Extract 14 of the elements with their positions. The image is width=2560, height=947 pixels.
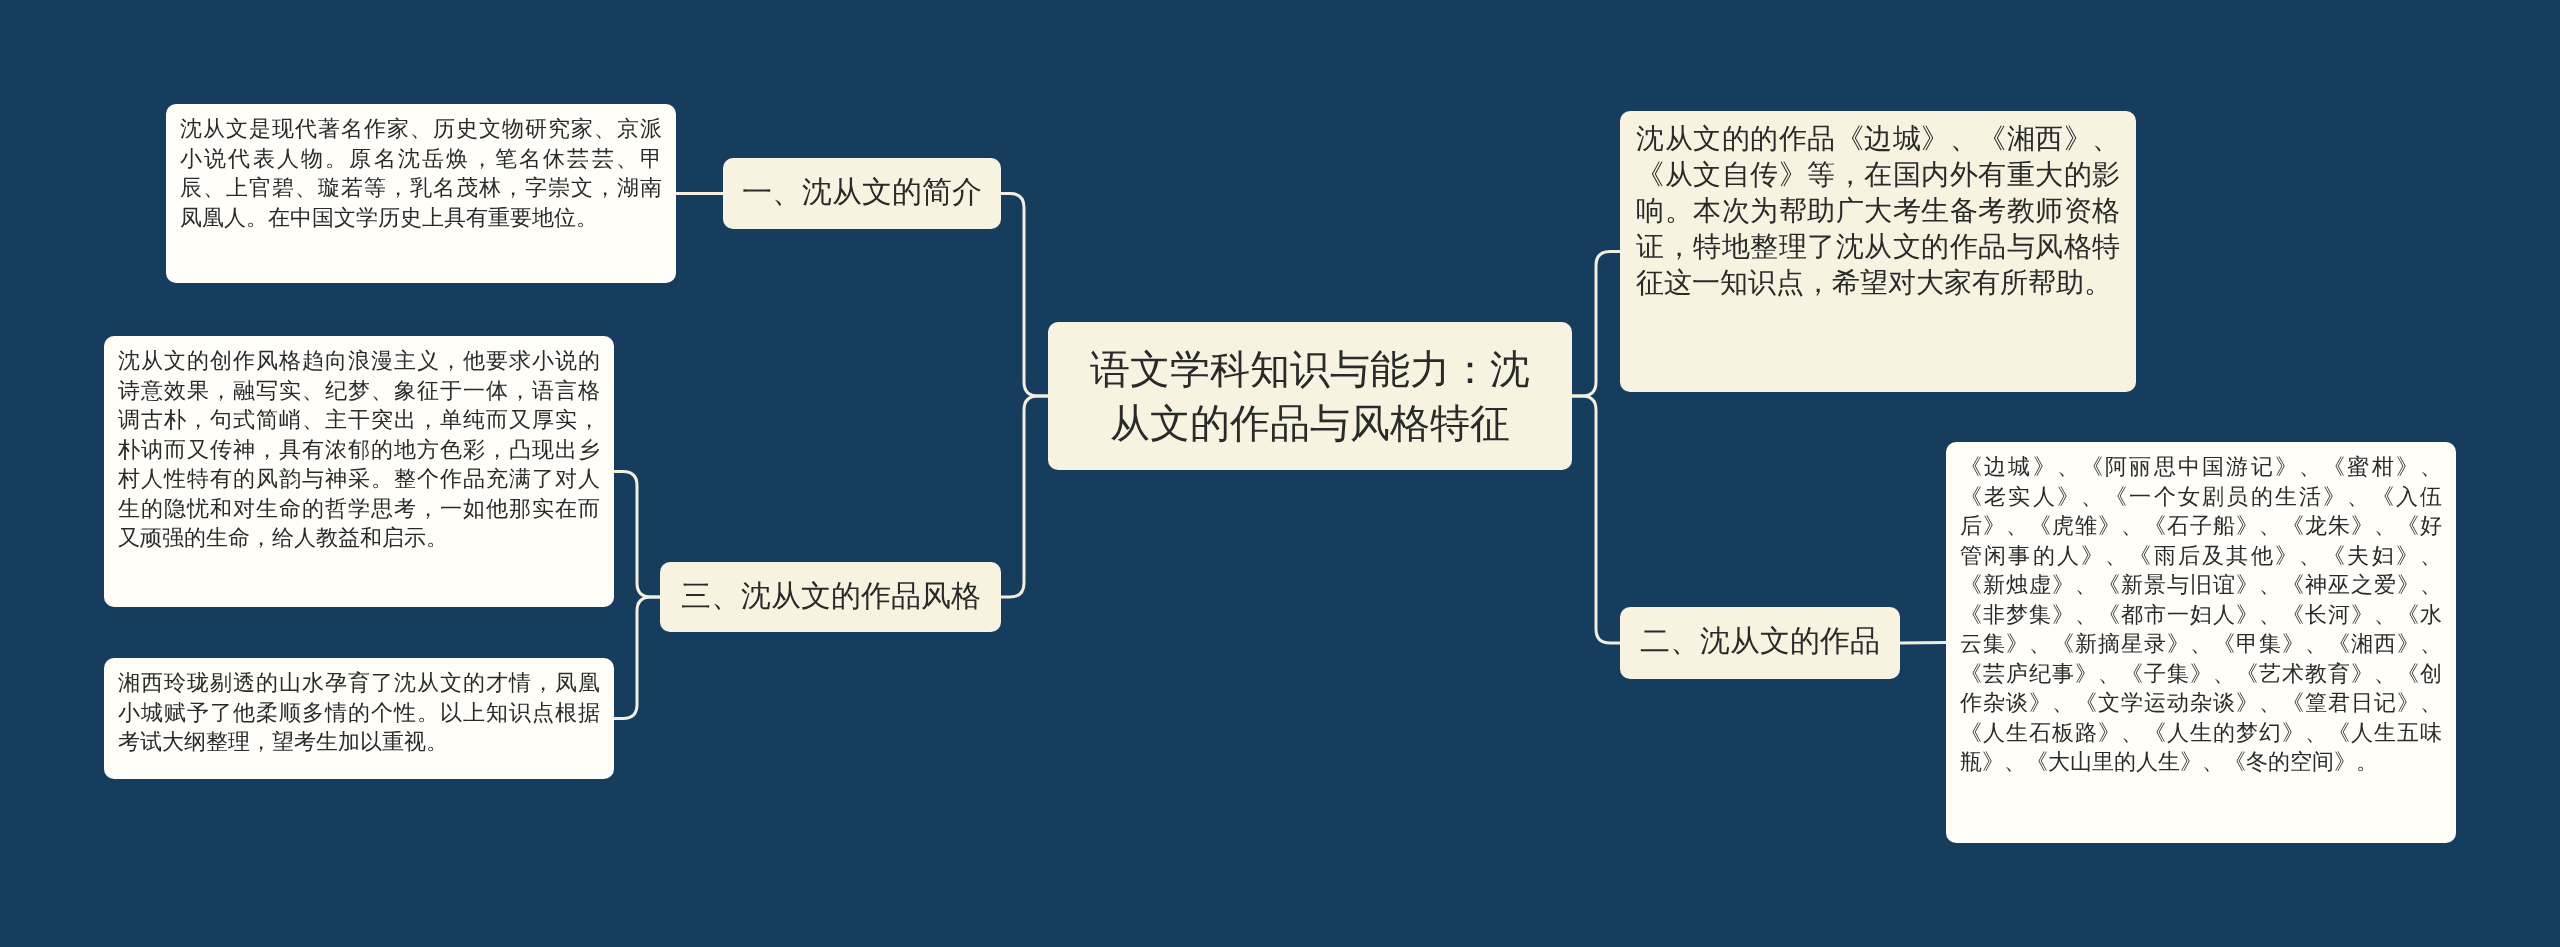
note-box: 《边城》、《阿丽思中国游记》、《蜜柑》、《老实人》、《一个女剧员的生活》、《入伍后》、《虎雏》、《石子船》、《龙朱》、《好管闲事的人》、《雨后及其他》、《夫妇》、《新烛虚》、《新景与旧谊》、《神巫之爱》、《非梦集》、《都市一妇人》、《长河》、《水云集》、《新摘星录》、《甲集》、《湘西》、《芸庐纪事》、《子集》、《艺术教育》、《创作杂谈》、《文学运动杂谈》、《篁君日记》、《人生石板路》、《人生的梦幻》、《人生五味瓶》、《大山里的人生》、《冬的空间》。 xyxy=(1946,442,2456,843)
connector-line xyxy=(1572,394,1620,645)
note-box: 湘西玲珑剔透的山水孕育了沈从文的才情，凤凰小城赋予了他柔顺多情的个性。以上知识点根据考试大纲整理，望考生加以重视。 xyxy=(104,658,614,779)
branch-box: 二、沈从文的作品 xyxy=(1620,607,1900,679)
connector-line xyxy=(614,595,660,720)
note-box: 沈从文的创作风格趋向浪漫主义，他要求小说的诗意效果，融写实、纪梦、象征于一体，语言格调古朴，句式简峭、主干突出，单纯而又厚实，朴讷而又传神，具有浓郁的地方色彩，凸现出乡村人性特有的风韵与神采。整个作品充满了对人生的隐忧和对生命的哲学思考，一如他那实在而又顽强的生命，给人教益和启示。 xyxy=(104,336,614,607)
central-topic-box: 语文学科知识与能力：沈从文的作品与风格特征 xyxy=(1048,322,1572,470)
connector-line xyxy=(1900,641,1946,645)
note-box: 沈从文是现代著名作家、历史文物研究家、京派小说代表人物。原名沈岳焕，笔名休芸芸、甲辰、上官碧、璇若等，乳名茂林，字崇文，湖南凤凰人。在中国文学历史上具有重要地位。 xyxy=(166,104,676,283)
branch-box: 一、沈从文的简介 xyxy=(723,158,1001,229)
description-box: 沈从文的的作品《边城》、《湘西》、《从文自传》等，在国内外有重大的影响。本次为帮助广大考生备考教师资格证，特地整理了沈从文的作品与风格特征这一知识点，希望对大家有所帮助。 xyxy=(1620,111,2136,392)
connector-line xyxy=(1001,394,1048,599)
branch-box: 三、沈从文的作品风格 xyxy=(660,562,1001,632)
connector-line xyxy=(676,192,723,195)
